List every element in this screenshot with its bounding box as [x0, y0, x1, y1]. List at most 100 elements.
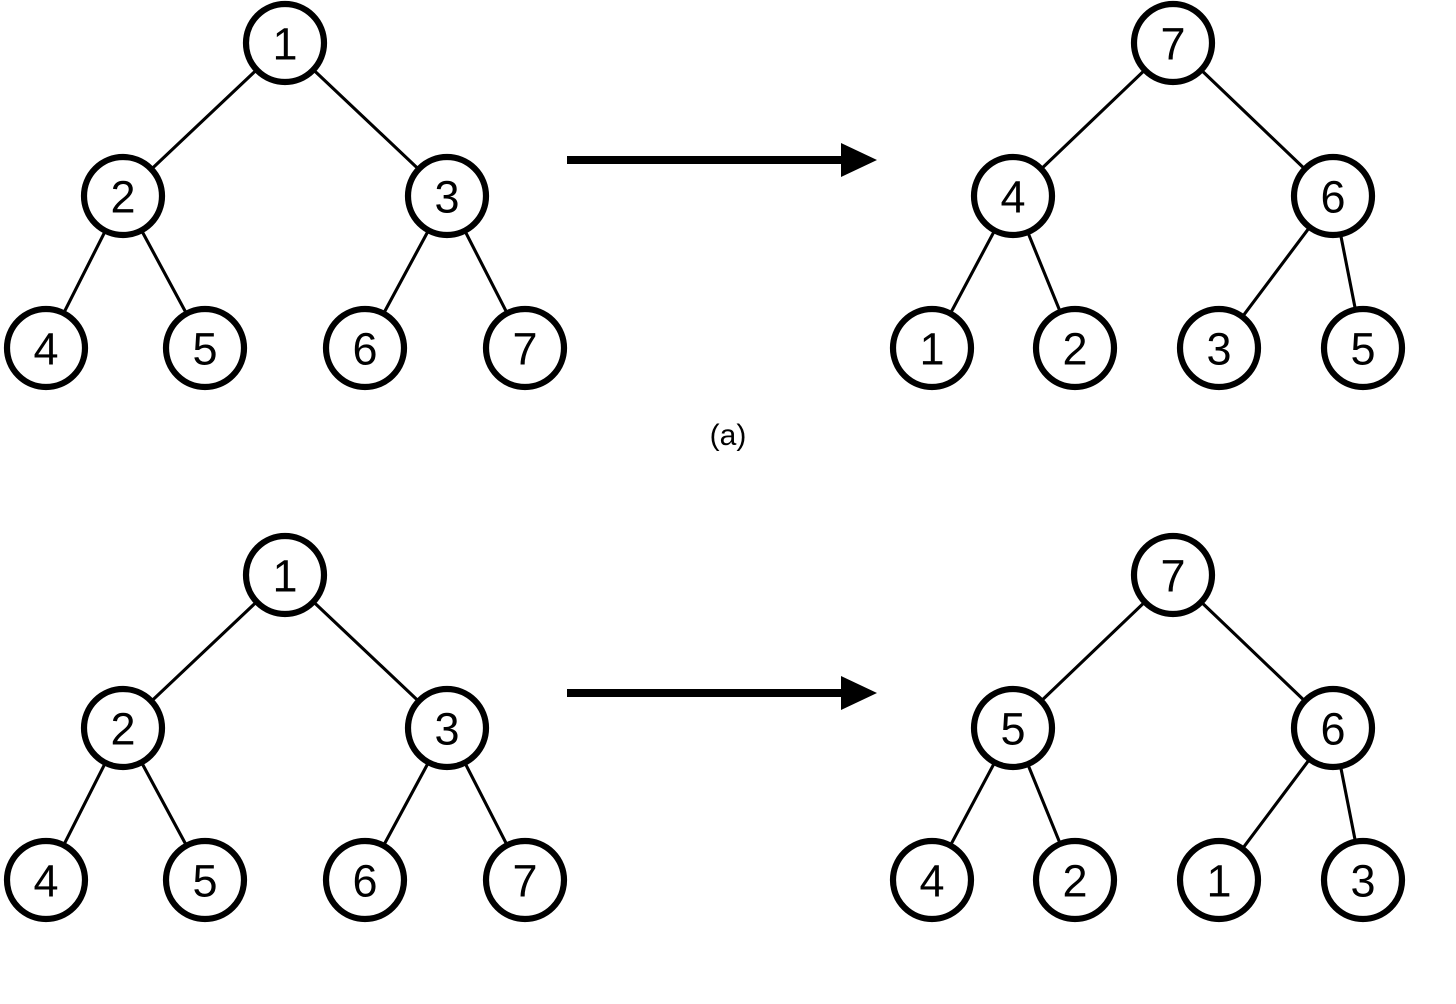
- node-label: 1: [919, 324, 944, 375]
- node-label: 7: [1160, 19, 1185, 70]
- tree-node[interactable]: 1: [1176, 837, 1262, 923]
- node-label: 2: [110, 704, 135, 755]
- node-circle: [1032, 305, 1118, 391]
- node-circle: [80, 153, 166, 239]
- node-circle: [1032, 837, 1118, 923]
- tree-node[interactable]: 6: [322, 305, 408, 391]
- tree-node[interactable]: 7: [482, 305, 568, 391]
- node-label: 5: [1350, 324, 1375, 375]
- tree-node[interactable]: 3: [1176, 305, 1262, 391]
- node-circle: [1130, 0, 1216, 86]
- tree-edge: [140, 762, 188, 846]
- node-label: 5: [192, 856, 217, 907]
- node-label: 5: [1000, 704, 1025, 755]
- tree-edge: [949, 230, 996, 314]
- node-label: 5: [192, 324, 217, 375]
- node-circle: [80, 685, 166, 771]
- tree-edge: [1026, 764, 1062, 844]
- tree-edge: [1242, 227, 1310, 317]
- node-label: 7: [1160, 551, 1185, 602]
- tree-edge: [62, 763, 107, 845]
- tree-node[interactable]: 6: [1290, 153, 1376, 239]
- tree-node[interactable]: 6: [1290, 685, 1376, 771]
- node-label: 2: [110, 172, 135, 223]
- node-label: 2: [1062, 856, 1087, 907]
- tree-edge: [464, 762, 508, 846]
- tree-node[interactable]: 4: [889, 837, 975, 923]
- tree-edge: [62, 231, 107, 313]
- arrow-head-icon: [841, 676, 877, 710]
- tree-edge: [1041, 601, 1145, 702]
- tree-node[interactable]: 5: [162, 837, 248, 923]
- node-circle: [162, 837, 248, 923]
- node-label: 7: [512, 856, 537, 907]
- node-label: 4: [919, 856, 944, 907]
- tree-node[interactable]: 7: [482, 837, 568, 923]
- tree-edge: [1201, 69, 1305, 170]
- transform-arrow-a: [567, 143, 877, 177]
- node-circle: [482, 837, 568, 923]
- node-label: 3: [434, 704, 459, 755]
- tree-node[interactable]: 2: [1032, 837, 1118, 923]
- tree-edge: [151, 69, 257, 170]
- tree-node[interactable]: 4: [3, 837, 89, 923]
- node-circle: [1320, 305, 1406, 391]
- tree-node[interactable]: 1: [242, 0, 328, 86]
- tree-edge: [140, 230, 188, 314]
- output-tree-b: 7 5 6 4 2 1 3: [889, 532, 1406, 923]
- node-circle: [1320, 837, 1406, 923]
- tree-node[interactable]: 3: [404, 153, 490, 239]
- tree-node[interactable]: 3: [404, 685, 490, 771]
- node-circle: [1176, 305, 1262, 391]
- tree-node[interactable]: 1: [889, 305, 975, 391]
- node-label: 3: [1350, 856, 1375, 907]
- node-circle: [404, 685, 490, 771]
- node-circle: [889, 837, 975, 923]
- node-circle: [1290, 153, 1376, 239]
- node-circle: [889, 305, 975, 391]
- node-circle: [404, 153, 490, 239]
- node-label: 6: [352, 856, 377, 907]
- tree-node[interactable]: 4: [970, 153, 1056, 239]
- panel-a: 1 2 3 4 5 6 7 7 4 6 1 2 3 5 (a): [0, 0, 1456, 472]
- node-label: 4: [1000, 172, 1025, 223]
- node-label: 6: [1320, 704, 1345, 755]
- tree-node[interactable]: 6: [322, 837, 408, 923]
- node-label: 1: [272, 551, 297, 602]
- panel-a-diagram: 1 2 3 4 5 6 7 7 4 6 1 2 3 5: [3, 0, 1406, 391]
- tree-edge: [1201, 601, 1305, 702]
- tree-node[interactable]: 3: [1320, 837, 1406, 923]
- node-label: 3: [1206, 324, 1231, 375]
- output-tree-a: 7 4 6 1 2 3 5: [889, 0, 1406, 391]
- node-circle: [482, 305, 568, 391]
- panel-a-caption: (a): [709, 419, 747, 452]
- node-label: 1: [1206, 856, 1231, 907]
- transform-arrow-b: [567, 676, 877, 710]
- tree-node[interactable]: 5: [970, 685, 1056, 771]
- tree-edge: [464, 230, 508, 314]
- tree-node[interactable]: 5: [1320, 305, 1406, 391]
- node-circle: [242, 532, 328, 618]
- tree-node[interactable]: 2: [80, 153, 166, 239]
- node-label: 3: [434, 172, 459, 223]
- tree-node[interactable]: 2: [1032, 305, 1118, 391]
- input-tree-a: 1 2 3 4 5 6 7: [3, 0, 568, 391]
- tree-edge: [1339, 766, 1357, 842]
- node-circle: [1130, 532, 1216, 618]
- node-circle: [3, 837, 89, 923]
- tree-edge: [1339, 234, 1357, 310]
- tree-node[interactable]: 7: [1130, 0, 1216, 86]
- panel-b-diagram: 1 2 3 4 5 6 7 7 5 6 4 2 1 3: [3, 532, 1406, 923]
- input-tree-b: 1 2 3 4 5 6 7: [3, 532, 568, 923]
- tree-node[interactable]: 5: [162, 305, 248, 391]
- tree-edge: [151, 601, 257, 702]
- node-label: 4: [33, 324, 58, 375]
- node-label: 6: [352, 324, 377, 375]
- tree-node[interactable]: 4: [3, 305, 89, 391]
- tree-node[interactable]: 7: [1130, 532, 1216, 618]
- tree-node[interactable]: 2: [80, 685, 166, 771]
- tree-node[interactable]: 1: [242, 532, 328, 618]
- tree-edge: [1242, 759, 1310, 849]
